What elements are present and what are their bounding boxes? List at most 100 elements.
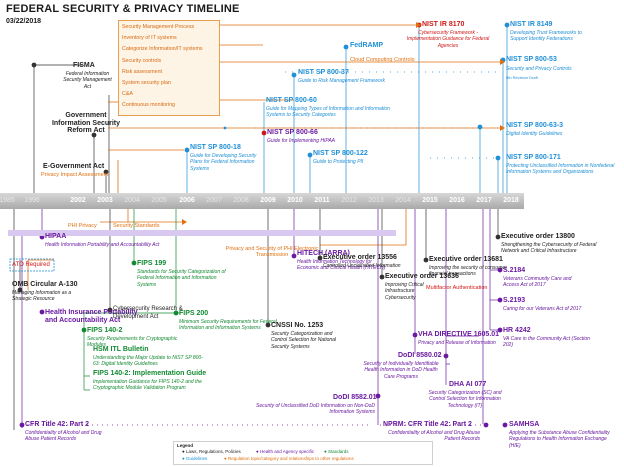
year-label: 2011: [314, 197, 330, 204]
menu-item: Security controls: [122, 58, 162, 64]
cnssi-title: CNSSI No. 1253: [271, 322, 324, 329]
hipaa-full-title: Health Insurance Portability and Account…: [45, 309, 138, 324]
samhsa-desc: Applying the Substance Abuse Confidentia…: [509, 430, 610, 449]
legend-item-laws: ● Laws, Regulations, Policies: [182, 449, 241, 454]
egov-desc: Privacy Impact Assessment: [41, 172, 109, 178]
menu-item: Security Management Process: [122, 24, 195, 30]
eo13800-title: Executive order 13800: [501, 233, 575, 240]
year-label: 2009: [260, 197, 276, 204]
year-label: 1985: [0, 197, 15, 204]
page-date: 03/22/2018: [6, 18, 42, 25]
ir8149-title: NIST IR 8149: [510, 21, 553, 28]
hipaa-title: HIPAA: [45, 233, 67, 240]
page-title: FEDERAL SECURITY & PRIVACY TIMELINE: [6, 3, 240, 15]
egov-title: E-Government Act: [43, 163, 105, 170]
year-label: 2008: [233, 197, 249, 204]
menu-item: Inventory of IT systems: [122, 35, 177, 41]
fedramp-desc: Cloud Computing Controls: [350, 57, 415, 63]
sp80053-desc: Security and Privacy Controls: [506, 66, 572, 72]
hsm-title: HSM ITL Bulletin: [93, 346, 149, 353]
year-label: 2017: [476, 197, 492, 204]
sp80063-title: NIST SP 800-63-3: [506, 122, 564, 129]
year-label: 2002: [70, 197, 86, 204]
year-label: 2004: [124, 197, 140, 204]
sp800171-desc: Protecting Unclassified Information in N…: [506, 163, 615, 176]
legend-item-standards: ● Standards: [324, 449, 349, 454]
sp800122-desc: Guide to Protecting PII: [313, 159, 364, 165]
ir8170-desc: Cybersecurity Framework -Implementation …: [406, 30, 490, 49]
csrda-title: Cybersecurity Research & Development Act: [113, 306, 183, 320]
dhaai-desc: Security Categorization (SC) and Control…: [428, 390, 502, 409]
fips200-desc: Minimum Security Requirements for Federa…: [179, 319, 277, 332]
eo13636-desc: Improving Critical Infrastructure Cybers…: [385, 282, 424, 301]
eo13681-note: Multifactor Authentication: [426, 285, 488, 291]
year-label: 2012: [341, 197, 357, 204]
year-label: 2018: [503, 197, 519, 204]
phi-transmission-label: Privacy and Security of PHI Electronic T…: [225, 246, 319, 259]
fisma-title: FISMA: [73, 62, 95, 69]
eo13800-desc: Strengthening the Cybersecurity of Feder…: [501, 242, 597, 255]
dodi858201-desc: Security of Unclassified DoD Information…: [256, 403, 375, 416]
s2184-title: S.2184: [503, 267, 526, 274]
year-label: 2006: [179, 197, 195, 204]
menu-item: Continuous monitoring: [122, 102, 175, 108]
eo13681-desc: Improving the security of consumer finan…: [429, 265, 507, 278]
hitech-title: HITECH (ARRA): [297, 250, 350, 257]
fips199-desc: Standards for Security Categorization of…: [137, 269, 226, 288]
fips1402-title: FIPS 140-2: [87, 327, 123, 334]
menu-item: Categorize Information/IT systems: [122, 46, 203, 52]
fisma-requirements-box: Security Management Process Inventory of…: [118, 20, 220, 116]
eo13556-title: Executive order 13556: [323, 254, 397, 261]
sp80018-desc: Guide for Developing Security Plans for …: [190, 153, 257, 172]
eo13556-desc: Controlled Unclassified Information: [323, 263, 401, 269]
year-label: 2016: [449, 197, 465, 204]
menu-item: C&A: [122, 91, 133, 97]
menu-item: System security plan: [122, 80, 171, 86]
sp80053-title: NIST SP 800-53: [506, 56, 557, 63]
sp80066-desc: Guide for Implementing HIPAA: [267, 138, 335, 144]
sp80053-note: 5th Revision Draft: [506, 75, 538, 80]
year-label: 2010: [287, 197, 303, 204]
year-label: 2007: [206, 197, 222, 204]
hsm-desc: Understanding the Major Update to NIST S…: [93, 355, 203, 368]
legend-item-topic: ● Regulation topic/category and relation…: [224, 456, 354, 461]
dhaai-title: DHA AI 077: [449, 381, 487, 388]
legend-item-guidelines: ● Guidelines: [182, 456, 208, 461]
legend-title: Legend: [177, 443, 194, 448]
fips140guide-title: FIPS 140-2: Implementation Guide: [93, 370, 207, 377]
year-label: 2015: [422, 197, 438, 204]
dodi858002-desc: Security of Individually Identifiable He…: [363, 361, 439, 380]
fisma-desc: Federal Information Security Management …: [63, 71, 112, 90]
sp80060-title: NIST SP 800-60: [266, 97, 317, 104]
ato-required-label: ATO Required: [12, 262, 50, 268]
fips140guide-desc: Implementation Guidance for FIPS 140-2 a…: [93, 379, 202, 392]
hr4242-title: HR 4242: [503, 327, 531, 334]
year-label: 2013: [368, 197, 384, 204]
sp80037-title: NIST SP 800-37: [298, 69, 349, 76]
sp800171-title: NIST SP 800-171: [506, 154, 561, 161]
security-standards-label: Security Standards: [113, 223, 160, 229]
timeline-bar: [0, 193, 524, 209]
sp80060-desc: Guide for Mapping Types of Information a…: [266, 106, 390, 119]
eo13681-title: Executive order 13681: [429, 256, 503, 263]
sp80063-desc: Digital Identity Guidelines: [506, 131, 563, 137]
year-label: 2014: [395, 197, 411, 204]
hipaa-range-bar: [8, 230, 396, 236]
gisra-title: Government Information Security Reform A…: [51, 112, 121, 135]
sp80037-desc: Guide to Risk Management Framework: [298, 78, 385, 84]
fips199-title: FIPS 199: [137, 260, 167, 267]
fips1402-desc: Security Requirements for Cryptographic …: [87, 336, 178, 349]
nprm-title: NPRM: CFR Title 42: Part 2: [383, 421, 472, 428]
legend-item-health: ● Health and Agency specific: [256, 449, 315, 454]
s2193-title: S.2193: [503, 297, 526, 304]
year-label: 2003: [97, 197, 113, 204]
legend: Legend ● Laws, Regulations, Policies ● H…: [173, 441, 433, 465]
dodi858201-title: DoDI 8582.01: [333, 394, 377, 401]
dodi858002-title: DoDI 8580.02: [398, 352, 442, 359]
cnssi-desc: Security Categorization and Control Sele…: [271, 331, 337, 350]
hr4242-desc: VA Care in the Community Act (Section 20…: [503, 336, 590, 349]
sp800122-title: NIST SP 800-122: [313, 150, 368, 157]
s2184-desc: Veterans Community Care and Access Act o…: [503, 276, 572, 289]
eo13636-title: Executive order 13636: [385, 273, 459, 280]
